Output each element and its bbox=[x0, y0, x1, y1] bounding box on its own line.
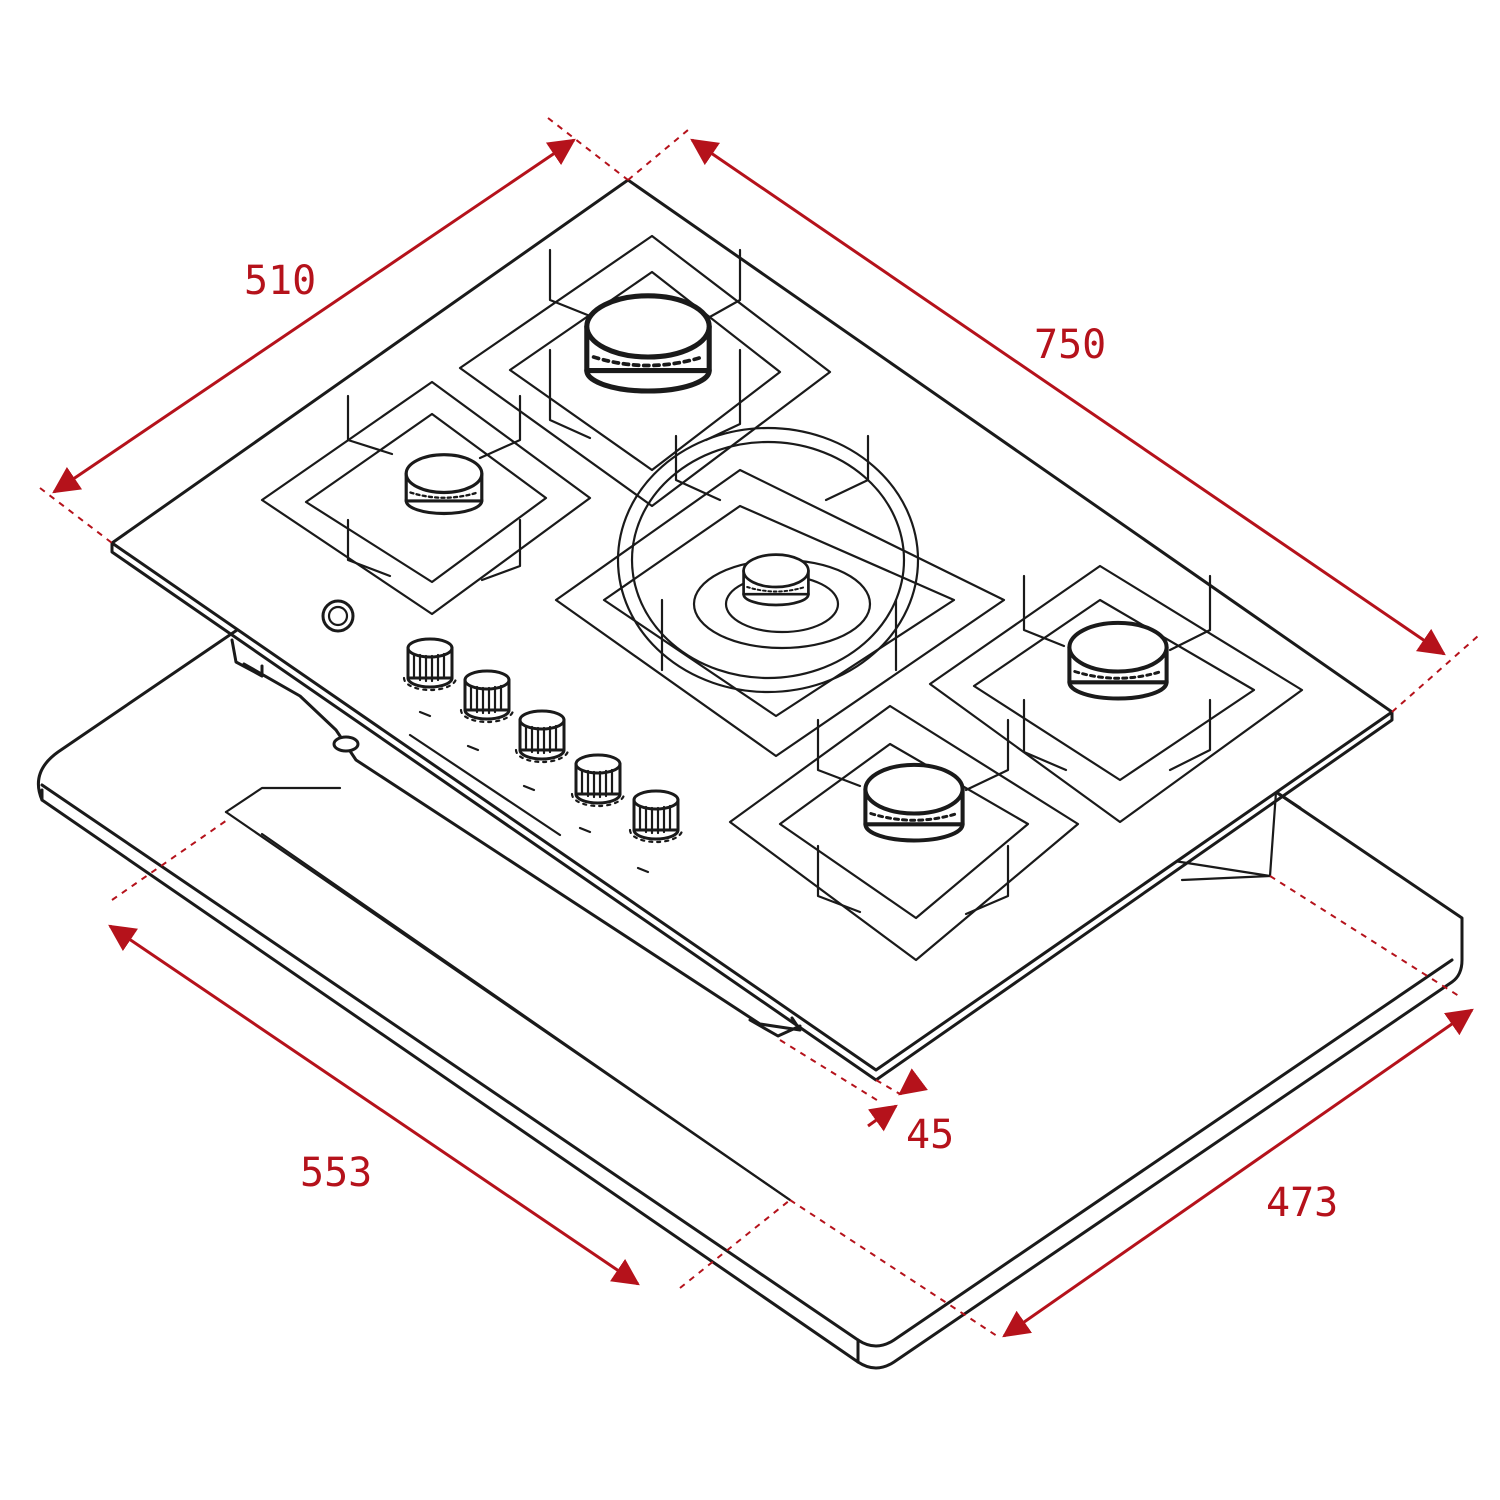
dimension-label-553: 553 bbox=[300, 1150, 372, 1196]
dimension-arrow-45-upper bbox=[898, 1068, 928, 1096]
dimension-arrow-45-lower bbox=[867, 1104, 898, 1132]
dimension-lines bbox=[52, 138, 1474, 1338]
dimension-label-510: 510 bbox=[244, 258, 316, 304]
dimension-line-750 bbox=[690, 138, 1446, 656]
burner-rear-large bbox=[587, 296, 709, 391]
knob-1-icon bbox=[402, 637, 458, 692]
dimension-label-45: 45 bbox=[906, 1112, 954, 1158]
dimension-label-473: 473 bbox=[1266, 1180, 1338, 1226]
extension-lines bbox=[39, 117, 1479, 1339]
burner-wok bbox=[742, 553, 810, 607]
knob-2-icon bbox=[459, 669, 515, 724]
dimension-label-750: 750 bbox=[1034, 322, 1106, 368]
hob-glass bbox=[110, 178, 1394, 1082]
dimension-line-510 bbox=[52, 138, 576, 494]
knob-4-icon bbox=[570, 753, 626, 808]
burner-right bbox=[1069, 623, 1166, 699]
dimension-line-473 bbox=[1002, 1008, 1474, 1338]
controls bbox=[402, 637, 684, 874]
dimension-line-553 bbox=[108, 924, 640, 1286]
knob-5-icon bbox=[628, 789, 684, 844]
burner-left-small bbox=[404, 453, 484, 516]
dimension-labels: 510 750 45 553 473 bbox=[244, 258, 1338, 1226]
burner-front bbox=[865, 765, 962, 841]
knob-3-icon bbox=[514, 709, 570, 764]
